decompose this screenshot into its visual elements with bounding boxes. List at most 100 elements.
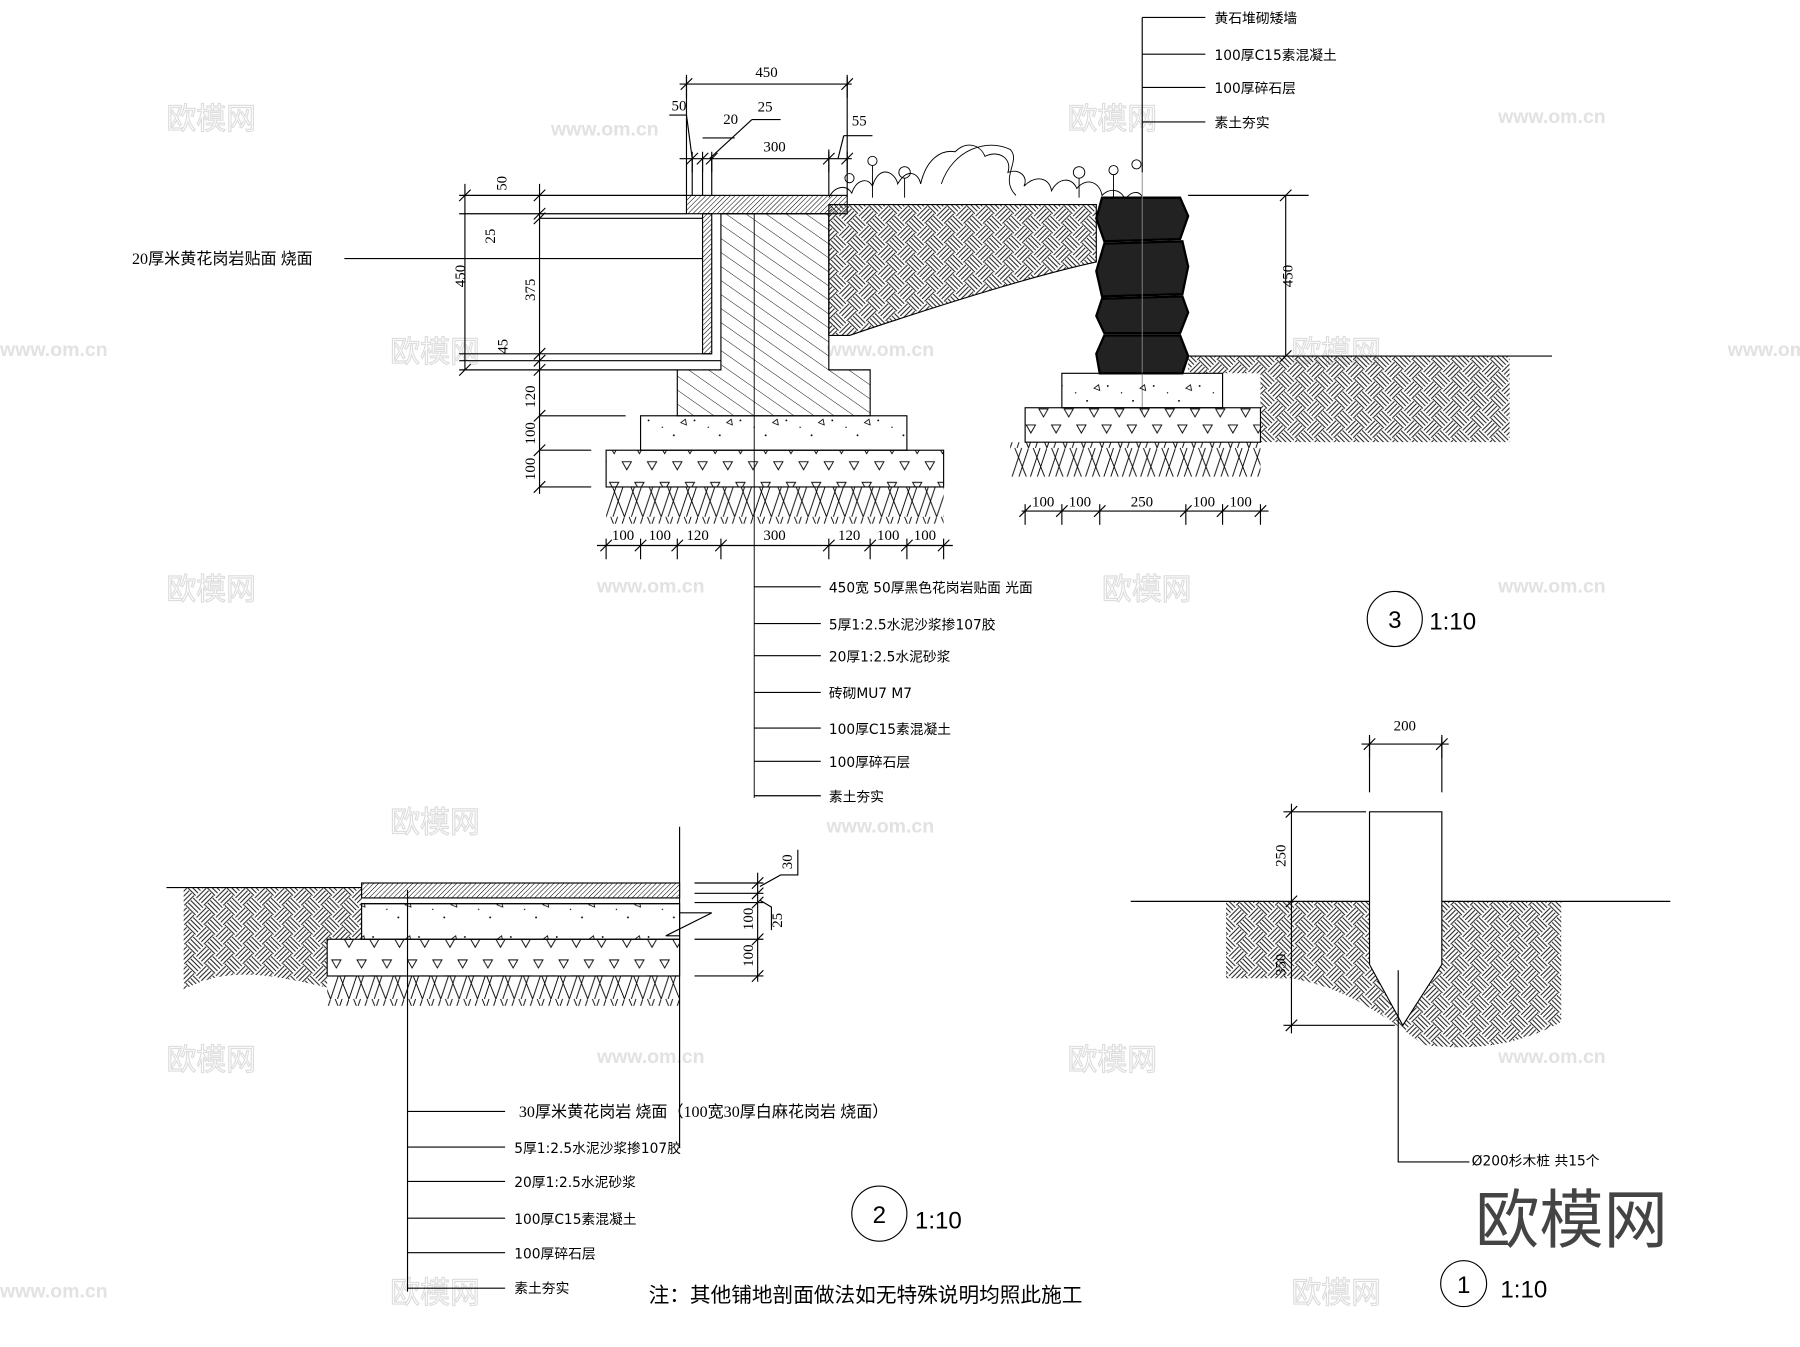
section-2-layer-callouts: 30厚米黄花岗岩 烧面（100宽30厚白麻花岗岩 烧面） 5厚1:2.5水泥沙浆… [514, 1103, 888, 1297]
dim-label: 120 [523, 385, 539, 407]
scale-ratio: 1:10 [1429, 608, 1476, 635]
watermark-url: www.om.cn [550, 119, 659, 141]
dim-label: 100 [649, 528, 671, 544]
section-1-scale-tag: 1 1:10 [1440, 1260, 1547, 1308]
veneer-callout: 20厚米黄花岗岩贴面 烧面 [132, 250, 313, 268]
layer-callout: 素土夯实 [829, 789, 884, 805]
layer-callout: 100厚C15素混凝土 [514, 1212, 636, 1228]
layer-callout: 20厚1:2.5水泥砂浆 [514, 1175, 636, 1191]
dim-label: 250 [1131, 494, 1153, 510]
watermark-url: www.om.cn [1727, 339, 1800, 361]
timber-pile [1368, 811, 1443, 1027]
scale-ratio: 1:10 [915, 1208, 962, 1235]
dim-label: 375 [523, 279, 539, 301]
dim-label: 100 [877, 528, 899, 544]
dim-label: 100 [1193, 494, 1215, 510]
dim-tick [533, 363, 546, 377]
watermark-url: www.om.cn [1497, 1046, 1606, 1068]
planting-soil-mound [828, 203, 1097, 337]
section-3-scale-tag: 3 1:10 [1366, 590, 1476, 648]
dim-label: 250 [1274, 845, 1290, 867]
dim-tick [751, 896, 764, 909]
stone-wall-layer-callouts: 黄石堆砌矮墙 100厚C15素混凝土 100厚碎石层 素土夯实 [1215, 11, 1337, 131]
layer-callout: 100厚C15素混凝土 [829, 722, 951, 738]
dim-label: 50 [672, 98, 687, 114]
existing-soil [183, 887, 362, 990]
wall-compacted-soil [1010, 442, 1261, 477]
dim-label: 25 [770, 913, 786, 928]
section-number: 1 [1457, 1272, 1470, 1299]
dim-label: 25 [758, 100, 773, 116]
dim-label: 450 [453, 265, 469, 287]
dim-label: 50 [494, 176, 510, 191]
dim-label: 45 [495, 339, 511, 354]
watermark-url: www.om.cn [826, 339, 935, 361]
section-number: 2 [873, 1202, 886, 1229]
gravel-layer [326, 938, 681, 977]
watermark: 欧模网 [1068, 1043, 1157, 1078]
existing-soil [1188, 356, 1510, 443]
dim-label: 450 [755, 65, 777, 81]
watermark: 欧模网 [166, 572, 255, 607]
layer-callout: 素土夯实 [514, 1281, 569, 1297]
dim-tick [1279, 349, 1292, 363]
dim-tick [533, 480, 546, 494]
concrete-base [361, 903, 681, 940]
pile-callout: Ø200杉木桩 共15个 [1472, 1152, 1600, 1169]
dim-label: 100 [523, 422, 539, 444]
granite-paver [361, 882, 681, 899]
watermark-url: www.om.cn [1497, 106, 1606, 128]
section-2-scale-tag: 2 1:10 [851, 1185, 962, 1242]
dim-tick [1279, 189, 1292, 202]
dim-tick [1285, 895, 1298, 908]
layer-callout: 5厚1:2.5水泥沙浆掺107胶 [514, 1140, 681, 1157]
layer-callout: 450宽 50厚黑色花岗岩贴面 光面 [829, 580, 1033, 597]
layer-callout: 黄石堆砌矮墙 [1215, 11, 1298, 27]
layer-callout: 20厚1:2.5水泥砂浆 [829, 649, 951, 665]
layer-callout: 砖砌MU7 M7 [829, 686, 912, 702]
shrub-planting [828, 144, 1144, 203]
dim-label: 100 [1229, 494, 1251, 510]
dim-label: 450 [1281, 265, 1297, 287]
dim-label: 120 [838, 528, 860, 544]
dim-tick [751, 969, 764, 983]
dim-label: 30 [780, 854, 796, 869]
dim-tick [458, 363, 472, 377]
concrete-base [639, 415, 908, 451]
dim-label: 120 [686, 528, 708, 544]
dim-tick [533, 354, 546, 367]
watermark: 欧模网 [1291, 1276, 1380, 1311]
dim-label: 200 [1394, 718, 1416, 734]
layer-callout: 5厚1:2.5水泥沙浆掺107胶 [829, 616, 996, 633]
wall-gravel-layer [1024, 407, 1262, 443]
section-number: 3 [1388, 607, 1401, 634]
dim-tick [533, 189, 546, 202]
dim-tick [458, 189, 472, 202]
watermark: 欧模网 [1068, 102, 1157, 137]
dim-label: 100 [612, 528, 634, 544]
wall-concrete-base [1061, 372, 1224, 409]
dim-tick [751, 876, 764, 890]
dim-label: 55 [852, 113, 867, 129]
dim-label: 100 [741, 944, 757, 966]
compacted-soil [327, 975, 680, 1006]
watermark: 欧模网 [390, 805, 479, 840]
dim-tick [533, 444, 546, 457]
dim-label: 100 [523, 458, 539, 480]
watermark: 欧模网 [166, 102, 255, 137]
dim-label: 100 [1069, 494, 1091, 510]
dim-tick [533, 212, 546, 225]
watermark-url: www.om.cn [826, 815, 935, 837]
watermark-url: www.om.cn [0, 1280, 108, 1302]
dim-tick [533, 207, 546, 220]
compacted-soil [606, 486, 944, 524]
section-1-timber-pile: 200 250 350 Ø200杉木桩 共15个 1 1:10 [1130, 718, 1671, 1308]
layer-callout: 素土夯实 [1215, 116, 1270, 132]
watermark: 欧模网 [390, 1276, 479, 1311]
dim-label: 300 [763, 528, 785, 544]
layer-callout: 100厚碎石层 [1215, 81, 1296, 97]
watermark: 欧模网 [1102, 572, 1191, 607]
section-2-paving: 30 100 25 100 30厚米黄花岗岩 烧面（100宽30厚白麻花岗岩 烧… [166, 826, 1082, 1307]
dim-label: 300 [763, 140, 785, 156]
